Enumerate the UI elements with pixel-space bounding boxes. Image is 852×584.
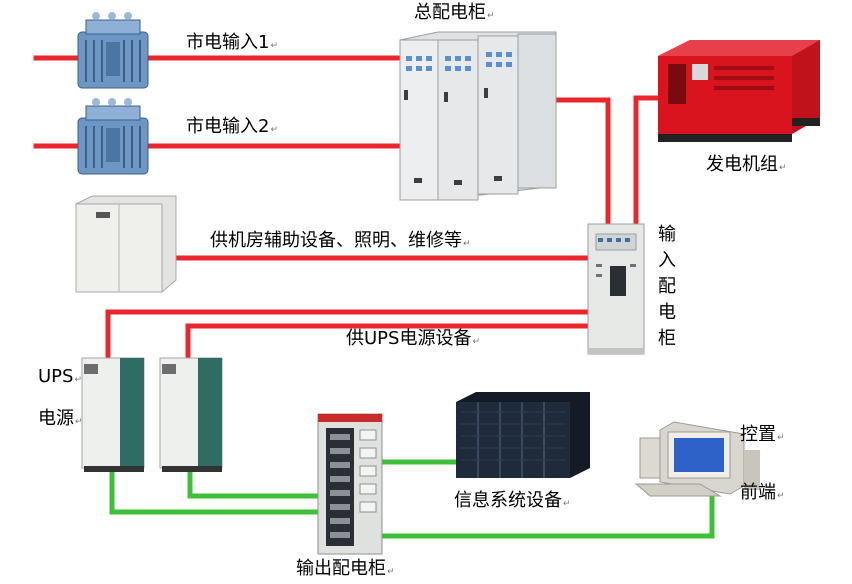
return-mark: ↵: [74, 375, 83, 385]
input-cabinet-char: 入: [658, 250, 676, 271]
output-to-control-line: [379, 491, 715, 539]
aux-supply-text: 供机房辅助设备、照明、维修等: [210, 230, 462, 251]
ups-unit-1: [81, 357, 145, 472]
return-mark: ↵: [779, 163, 787, 173]
ups-power-text-2: 电源: [38, 408, 74, 429]
transformer-2: [77, 98, 149, 175]
generator-text: 发电机组: [706, 154, 778, 175]
return-mark: ↵: [270, 125, 278, 135]
ups-supply-line-1: [105, 309, 591, 359]
input-distribution-cabinet: [587, 223, 645, 355]
return-mark: ↵: [472, 337, 481, 347]
control-text-2: 前端: [740, 482, 776, 503]
input-cabinet-label: 输 入 配 电 柜: [656, 222, 678, 352]
return-mark: ↵: [777, 433, 785, 443]
return-mark: ↵: [563, 499, 571, 509]
return-mark: ↵: [777, 491, 785, 501]
return-mark: ↵: [387, 567, 395, 577]
main-cabinet-text: 总配电柜: [414, 2, 486, 23]
output-cabinet-label: 输出配电柜↵: [296, 560, 395, 578]
ups-supply-text: 供UPS电源设备: [346, 328, 472, 349]
auxiliary-equipment: [75, 195, 177, 293]
output-distribution-cabinet: [317, 413, 383, 555]
return-mark: ↵: [487, 11, 495, 21]
generator-label: 发电机组↵: [706, 156, 787, 174]
output-cabinet-text: 输出配电柜: [296, 558, 386, 579]
mains-input-1-label: 市电输入1↵: [186, 34, 278, 52]
ups2-to-output-line: [187, 467, 325, 499]
it-equipment-text: 信息系统设备: [454, 490, 562, 511]
aux-supply-label: 供机房辅助设备、照明、维修等↵: [210, 232, 471, 250]
return-mark: ↵: [75, 417, 83, 427]
input-cabinet-char: 输: [658, 224, 676, 245]
mains-input-2-label: 市电输入2↵: [186, 118, 278, 136]
mains-input-2-text: 市电输入2: [186, 116, 270, 137]
main-to-input-line: [553, 97, 611, 227]
input-cabinet-char: 配: [658, 276, 676, 297]
it-equipment-label: 信息系统设备↵: [454, 492, 571, 510]
input-cabinet-char: 电: [658, 302, 676, 323]
control-label-line1: 控置↵: [740, 426, 785, 444]
ups-power-text-1: UPS: [38, 366, 74, 387]
control-label-line2: 前端↵: [740, 484, 785, 502]
ups-power-label-line1: UPS↵: [38, 368, 82, 386]
transformer-1: [77, 12, 149, 89]
server-racks: [456, 392, 590, 478]
return-mark: ↵: [463, 239, 471, 249]
ups-supply-label: 供UPS电源设备↵: [346, 330, 480, 348]
control-computer: [634, 421, 760, 497]
ups1-to-output-line: [109, 467, 325, 515]
return-mark: ↵: [270, 41, 278, 51]
main-distribution-cabinet: [399, 31, 557, 201]
ups-power-label-line2: 电源↵: [38, 410, 83, 428]
generator-set: [658, 40, 820, 142]
control-text-1: 控置: [740, 424, 776, 445]
ups-supply-line-2: [185, 323, 591, 359]
mains-input-1-text: 市电输入1: [186, 32, 270, 53]
ups-output-lines: [109, 459, 715, 539]
input-cabinet-char: 柜: [658, 328, 676, 349]
ups-unit-2: [159, 357, 223, 472]
main-cabinet-label: 总配电柜↵: [414, 4, 495, 22]
generator-to-input-line: [633, 95, 661, 227]
